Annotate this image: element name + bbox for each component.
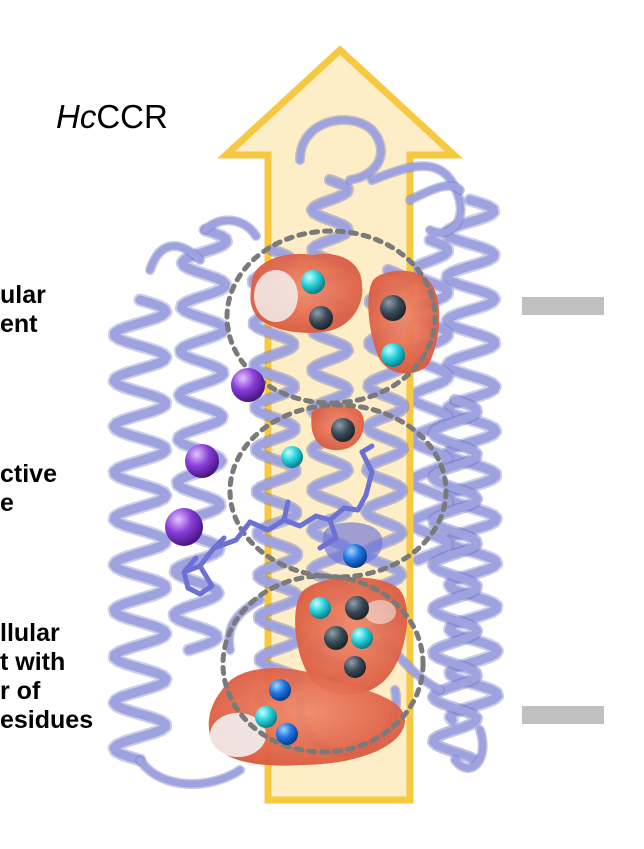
helix-front	[429, 396, 481, 764]
helix-back	[441, 195, 503, 725]
sphere-atom-dark	[345, 596, 369, 620]
loop	[296, 116, 385, 184]
sphere-atom-dark	[324, 626, 348, 650]
loop	[406, 182, 464, 204]
region-circle-top	[224, 228, 438, 406]
surface-highlight	[364, 600, 396, 624]
helix-back	[169, 225, 231, 655]
surface-highlight	[254, 270, 298, 322]
sphere-atom-cyan	[309, 597, 331, 619]
sphere-atom-cyan	[351, 627, 373, 649]
region-circles	[220, 228, 449, 755]
helix-front	[249, 246, 304, 704]
title-italic: Hc	[56, 98, 97, 135]
sphere-atom-blue	[269, 679, 291, 701]
helix-back	[109, 295, 171, 765]
sphere-atom-blue	[343, 544, 367, 568]
atoms	[165, 270, 406, 745]
membrane-marker-bottom	[522, 706, 604, 724]
sphere-atom-dark	[344, 656, 366, 678]
loop	[451, 726, 487, 772]
loop	[201, 216, 260, 240]
sphere-atom-blue	[276, 723, 298, 745]
protein-ribbon-back	[107, 193, 505, 767]
sphere-atom-dark	[309, 306, 333, 330]
loop	[146, 242, 204, 274]
region-circle-middle	[227, 402, 449, 580]
region-label-bottom: llular t with r of esidues	[0, 619, 94, 734]
region-label-middle: ctive e	[0, 460, 57, 517]
sphere-atom-purple	[231, 368, 265, 402]
region-circle-bottom	[220, 573, 426, 755]
sphere-atom-cyan	[381, 343, 405, 367]
sphere-atom-purple	[185, 444, 219, 478]
retinal-sticks	[181, 443, 375, 597]
region-label-top: ular ent	[0, 281, 46, 338]
sphere-atom-cyan	[281, 446, 303, 468]
sphere-atom-purple	[165, 508, 203, 546]
sphere-atom-dark	[380, 295, 406, 321]
title-regular: CCR	[96, 98, 168, 135]
figure-title: HcCCR	[56, 98, 168, 136]
sphere-atom-cyan	[255, 706, 277, 728]
sphere-atom-dark	[331, 418, 355, 442]
membrane-marker-top	[522, 297, 604, 315]
sphere-atom-cyan	[301, 270, 325, 294]
loop	[136, 756, 244, 788]
